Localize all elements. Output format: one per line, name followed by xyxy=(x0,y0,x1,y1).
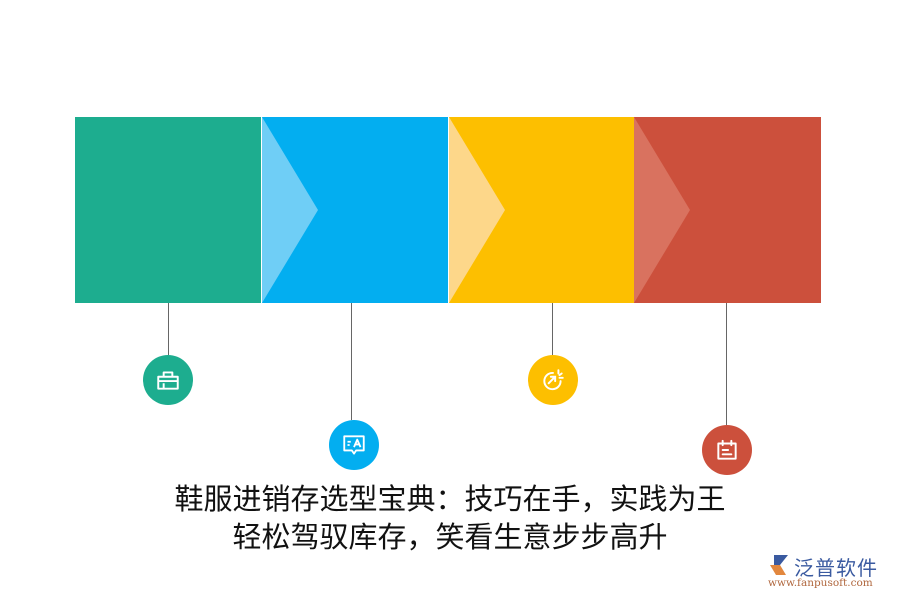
chevron-arrow-icon xyxy=(262,117,318,303)
chevron-arrow-icon xyxy=(634,117,690,303)
step-block-2 xyxy=(262,117,448,303)
connector-line-4 xyxy=(726,303,727,425)
logo-name: 泛普软件 xyxy=(794,556,878,580)
page-title: 鞋服进销存选型宝典：技巧在手，实践为王 轻松驾驭库存，笑看生意步步高升 xyxy=(0,480,900,556)
calendar-icon xyxy=(702,425,752,475)
connector-line-2 xyxy=(351,303,352,420)
title-line-2: 轻松驾驭库存，笑看生意步步高升 xyxy=(232,520,668,554)
translate-message-icon xyxy=(329,420,379,470)
chevron-arrow-icon xyxy=(449,117,505,303)
logo-mark-icon xyxy=(770,555,788,575)
connector-line-1 xyxy=(168,303,169,355)
connector-line-3 xyxy=(552,303,553,355)
step-block-3 xyxy=(449,117,634,303)
growth-arrow-icon xyxy=(528,355,578,405)
step-block-1 xyxy=(75,117,261,303)
toolbox-icon xyxy=(143,355,193,405)
step-block-4 xyxy=(634,117,821,303)
title-line-1: 鞋服进销存选型宝典：技巧在手，实践为王 xyxy=(174,482,726,516)
logo-url: www.fanpusoft.com xyxy=(768,577,873,589)
brand-logo: 泛普软件 www.fanpusoft.com xyxy=(768,552,893,592)
